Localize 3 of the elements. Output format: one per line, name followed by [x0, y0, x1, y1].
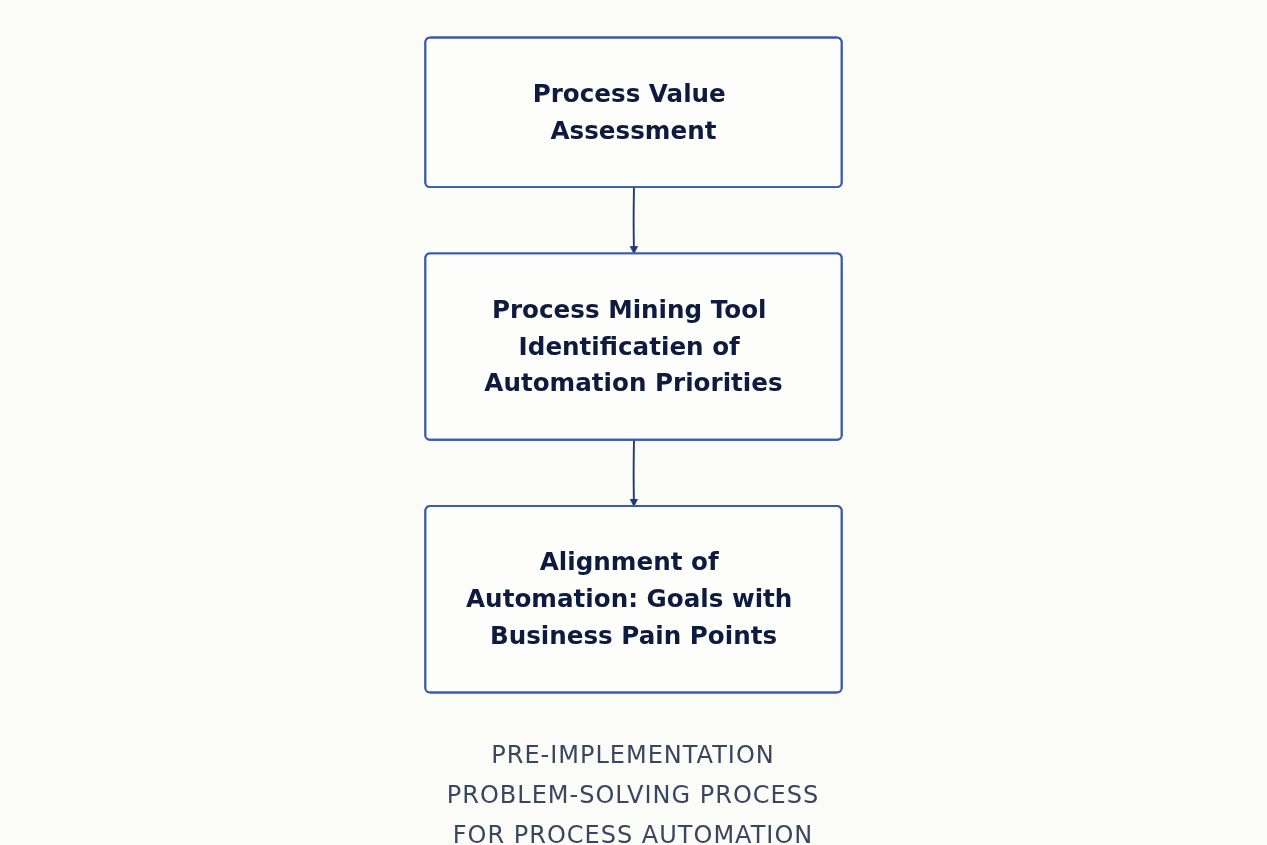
arrow [629, 186, 639, 255]
caption: PRE-IMPLEMENTATION PROBLEM-SOLVING PROCESS FOR PROCESS AUTOMATION [445, 740, 821, 845]
arrow [629, 439, 639, 507]
